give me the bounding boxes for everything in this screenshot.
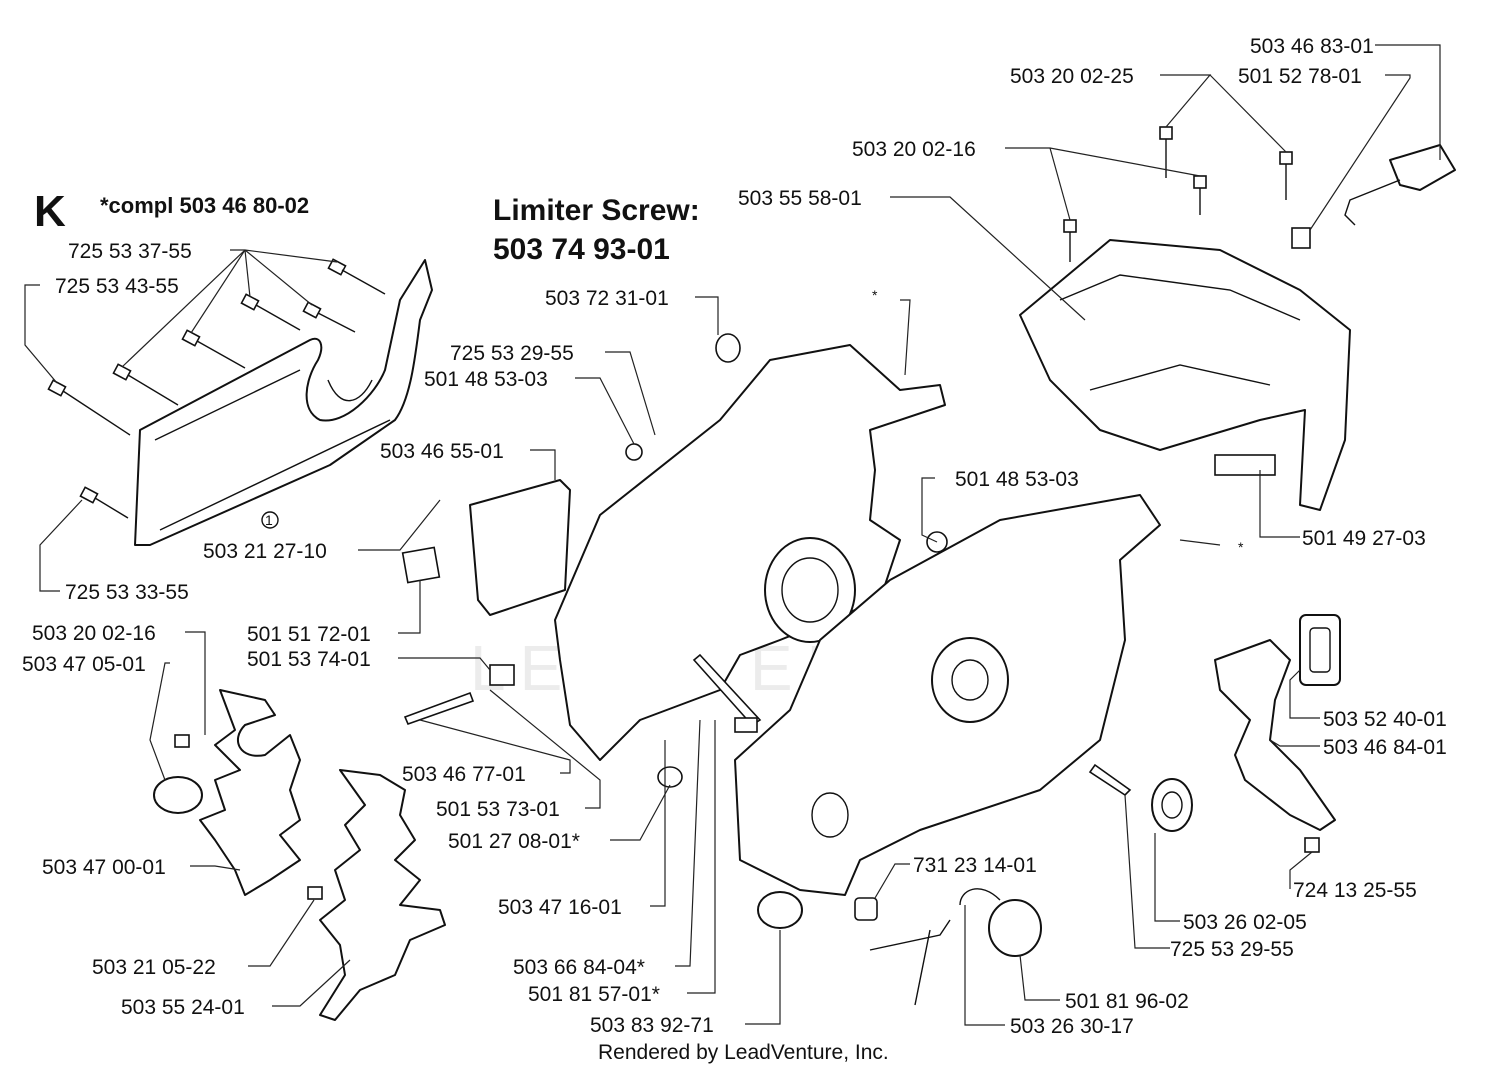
callout-circle — [261, 511, 279, 529]
crank-bore-right — [931, 637, 1009, 723]
part-label: 501 48 53-03 — [955, 468, 1079, 491]
crankcase-gasket — [134, 259, 433, 546]
oil-cap — [988, 899, 1042, 957]
part-label: 503 46 84-01 — [1323, 736, 1447, 759]
spacer-cylinder — [153, 776, 203, 814]
screw-far-right — [1304, 837, 1320, 853]
clip-part — [1389, 144, 1456, 191]
part-label: 724 13 25-55 — [1293, 879, 1417, 902]
bushing-top — [715, 333, 741, 363]
section-letter: K — [34, 187, 66, 236]
crankcase-left — [554, 344, 946, 761]
part-label: 501 53 73-01 — [436, 798, 560, 821]
part-label: 501 53 74-01 — [247, 648, 371, 671]
cap-strap — [869, 888, 1001, 1006]
part-label: 501 51 72-01 — [247, 623, 371, 646]
screw-spike-top — [174, 734, 190, 748]
leader-lines — [24, 44, 1441, 1026]
part-label: 725 53 29-55 — [1170, 938, 1294, 961]
pin-block — [734, 717, 758, 733]
oil-seal — [1151, 778, 1193, 832]
limiter-screw-title: Limiter Screw: — [493, 194, 700, 227]
bushing-bottom — [854, 897, 878, 921]
screw-spike — [307, 886, 323, 900]
part-label: 503 21 27-10 — [203, 540, 327, 563]
cover-clip — [1214, 454, 1276, 476]
part-label: 725 53 33-55 — [65, 581, 189, 604]
part-label: 503 47 00-01 — [42, 856, 166, 879]
bumper-screw-head — [657, 766, 683, 788]
part-label: 503 55 58-01 — [738, 187, 862, 210]
part-label: 503 52 40-01 — [1323, 708, 1447, 731]
part-label: 503 66 84-04* — [513, 956, 645, 979]
footer-credit: Rendered by LeadVenture, Inc. — [598, 1041, 889, 1064]
part-label: 725 53 37-55 — [68, 240, 192, 263]
part-label: 503 55 24-01 — [121, 996, 245, 1019]
part-label: 501 52 78-01 — [1238, 65, 1362, 88]
top-screws — [1063, 126, 1293, 262]
part-label: 503 26 30-17 — [1010, 1015, 1134, 1038]
plug-small — [625, 443, 643, 461]
parts-drawing: 1 — [47, 126, 1456, 1021]
chain-guide-plate — [469, 479, 571, 616]
part-label: 503 26 02-05 — [1183, 911, 1307, 934]
part-label: 501 27 08-01* — [448, 830, 580, 853]
air-guide — [1214, 639, 1336, 831]
part-label: 503 72 31-01 — [545, 287, 669, 310]
part-label: 503 46 77-01 — [402, 763, 526, 786]
part-label: 501 81 96-02 — [1065, 990, 1189, 1013]
part-label: 503 83 92-71 — [590, 1014, 714, 1037]
clip — [401, 546, 441, 584]
part-label: 503 47 16-01 — [498, 896, 622, 919]
part-label: 501 49 27-03 — [1302, 527, 1426, 550]
complete-set-label: *compl 503 46 80-02 — [100, 193, 309, 218]
limiter-screw-number: 503 74 93-01 — [493, 233, 670, 266]
filter-element — [1299, 614, 1341, 686]
part-labels: 503 46 83-01 503 20 02-25 501 52 78-01 5… — [22, 35, 1447, 1038]
gasket-screws — [47, 258, 386, 519]
valve-plug — [757, 891, 803, 929]
part-label: 503 20 02-25 — [1010, 65, 1134, 88]
part-label: 731 23 14-01 — [913, 854, 1037, 877]
part-label: 501 81 57-01* — [528, 983, 660, 1006]
bumper-spike-outer — [319, 769, 446, 1021]
part-label: 503 47 05-01 — [22, 653, 146, 676]
part-label: 725 53 43-55 — [55, 275, 179, 298]
part-label: 501 48 53-03 — [424, 368, 548, 391]
part-label: 503 20 02-16 — [32, 622, 156, 645]
part-label: 725 53 29-55 — [450, 342, 574, 365]
nut-block — [489, 664, 515, 686]
asterisk-marker: * — [1238, 539, 1244, 555]
part-label: 503 46 55-01 — [380, 440, 504, 463]
tank-cover — [1019, 239, 1351, 511]
bumper-spike-inner — [199, 689, 301, 896]
long-screw — [403, 691, 475, 726]
part-label: 503 46 83-01 — [1250, 35, 1374, 58]
part-label: 503 21 05-22 — [92, 956, 216, 979]
screw-right — [1088, 763, 1132, 797]
clip-nut — [1291, 227, 1311, 249]
callout-number: 1 — [265, 512, 273, 528]
part-label: 503 20 02-16 — [852, 138, 976, 161]
crank-bore-left — [764, 537, 856, 643]
asterisk-marker: * — [872, 287, 878, 303]
